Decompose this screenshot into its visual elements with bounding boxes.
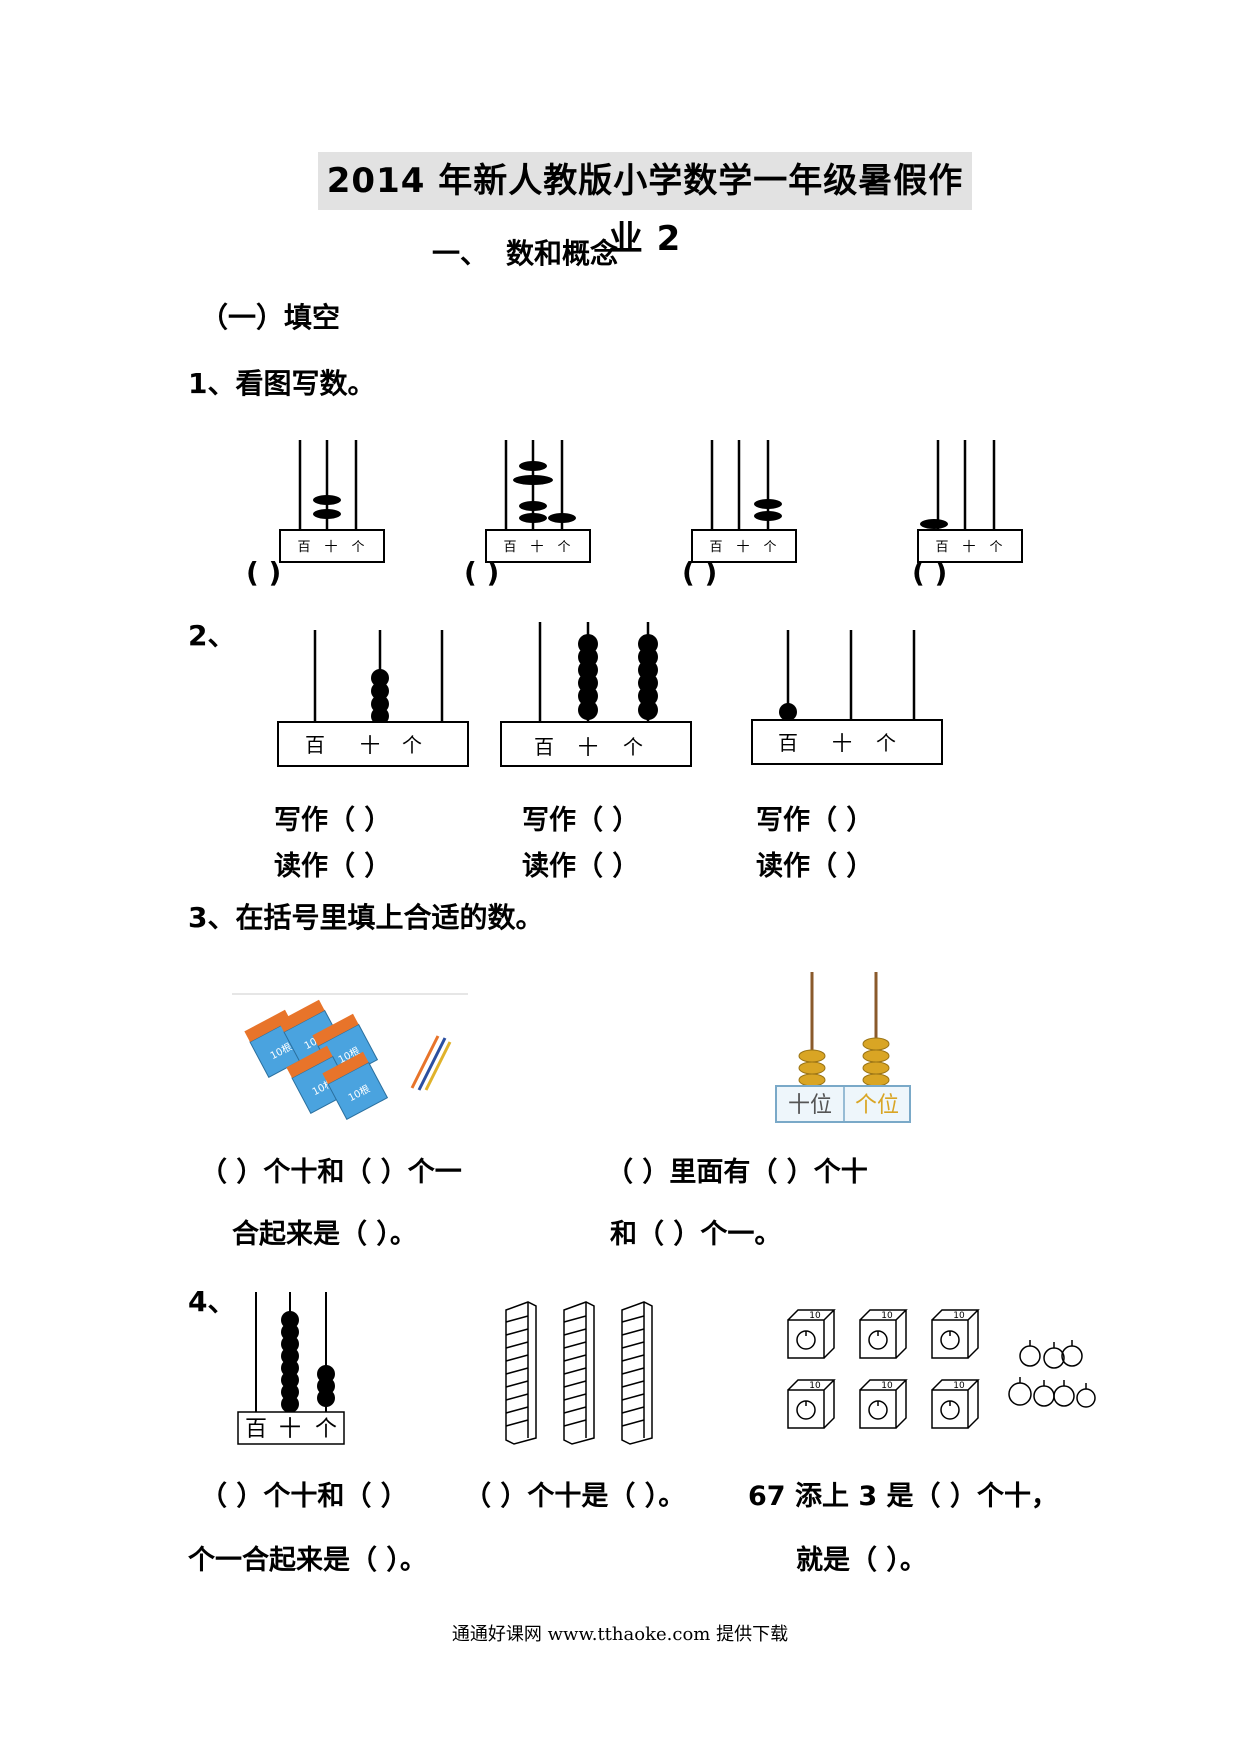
- q1-place-ten: 十: [736, 540, 749, 555]
- q2-place-hundred: 百: [305, 733, 325, 757]
- q4-box-label: 10: [881, 1381, 893, 1391]
- q1-place-ten: 十: [324, 540, 337, 555]
- q4-apple-boxes: 10 10 10 10 10 10: [787, 1309, 1096, 1429]
- q3-gold-abacus: 十位 个位: [775, 972, 911, 1123]
- page-title: 2014 年新人教版小学数学一年级暑假作业 2: [318, 152, 972, 259]
- q4-box-label: 10: [953, 1381, 965, 1391]
- q1-place-hundred: 百: [503, 540, 516, 555]
- q1-answer-2[interactable]: ( ): [464, 556, 500, 589]
- q2-place-one: 个: [623, 735, 643, 759]
- q1-abacus-1: 百 十 个: [279, 440, 385, 563]
- q2-place-one: 个: [402, 733, 422, 757]
- q1-place-hundred: 百: [709, 540, 722, 555]
- q1-answer-1[interactable]: ( ): [246, 556, 282, 589]
- q4-c-line-2[interactable]: 就是（ ）。: [796, 1545, 927, 1576]
- q2-read-1[interactable]: 读作（ ）: [274, 851, 392, 882]
- q2-place-hundred: 百: [778, 731, 798, 755]
- q4-a-line-1[interactable]: （ ）个十和（ ）: [200, 1481, 408, 1512]
- q1-place-one: 个: [557, 540, 570, 555]
- q2-write-1[interactable]: 写作（ ）: [274, 805, 392, 836]
- q2-place-ten: 十: [832, 731, 852, 755]
- q2-abacus-1: 百 十 个: [277, 630, 469, 767]
- q3-right-line-2[interactable]: 和（ ）个一。: [610, 1219, 782, 1250]
- question-4-label: 4、: [188, 1285, 236, 1318]
- page-footer: 通通好课网 www.tthaoke.com 提供下载: [451, 1624, 789, 1645]
- question-3-label: 3、在括号里填上合适的数。: [188, 901, 544, 934]
- q3-bundle-group: 10根 10根 10根 10根 10根: [244, 999, 389, 1120]
- q4-cube-towers: [505, 1301, 653, 1445]
- q1-place-ten: 十: [530, 540, 543, 555]
- q1-answer-4[interactable]: ( ): [912, 556, 948, 589]
- q1-place-one: 个: [989, 540, 1002, 555]
- q1-place-hundred: 百: [935, 540, 948, 555]
- q1-abacus-4: 百 十 个: [917, 440, 1023, 563]
- subsection-title: （一）填空: [200, 301, 341, 334]
- q1-place-one: 个: [763, 540, 776, 555]
- q1-abacus-2: 百 十 个: [485, 440, 591, 563]
- q3-left-line-2[interactable]: 合起来是（ ）。: [232, 1219, 417, 1250]
- q1-abacus-row: 百 十 个 百 十 个 百 十 个 百 十 个: [279, 440, 1023, 563]
- q4-b-line-1[interactable]: （ ）个十是（ ）。: [464, 1481, 686, 1512]
- q2-abacus-3: 百 十 个: [751, 630, 943, 765]
- section-number: 一、: [432, 237, 489, 270]
- q4-box-label: 10: [809, 1381, 821, 1391]
- q2-write-2[interactable]: 写作（ ）: [522, 805, 640, 836]
- q2-place-ten: 十: [578, 735, 598, 759]
- q3-loose-sticks: [410, 1035, 452, 1091]
- q4-place-hundred: 百: [245, 1417, 267, 1442]
- q4-box-label: 10: [953, 1311, 965, 1321]
- q1-place-hundred: 百: [297, 540, 310, 555]
- q4-c-line-1[interactable]: 67 添上 3 是（ ）个十，: [748, 1481, 1058, 1512]
- q1-abacus-3: 百 十 个: [691, 440, 797, 563]
- q3-stick-bundles: 10根 10根 10根 10根 10根: [232, 993, 468, 1120]
- q1-place-ten: 十: [962, 540, 975, 555]
- q3-left-line-1[interactable]: （ ）个十和（ ）个一: [200, 1157, 462, 1188]
- q2-place-hundred: 百: [534, 735, 554, 759]
- question-1-label: 1、看图写数。: [188, 367, 376, 400]
- q2-read-3[interactable]: 读作（ ）: [756, 851, 874, 882]
- q4-a-line-2[interactable]: 个一合起来是（ ）。: [188, 1545, 427, 1576]
- q2-read-2[interactable]: 读作（ ）: [522, 851, 640, 882]
- q3-right-line-1[interactable]: （ ）里面有（ ）个十: [606, 1157, 868, 1188]
- q3-ones-place-label: 个位: [855, 1093, 899, 1118]
- q4-place-one: 个: [315, 1417, 337, 1442]
- q2-place-ten: 十: [360, 733, 380, 757]
- q1-answer-3[interactable]: ( ): [682, 556, 718, 589]
- section-title: 数和概念: [506, 237, 619, 270]
- question-2-label: 2、: [188, 619, 236, 652]
- q1-place-one: 个: [351, 540, 364, 555]
- q4-box-label: 10: [809, 1311, 821, 1321]
- q2-place-one: 个: [876, 731, 896, 755]
- q3-tens-place-label: 十位: [788, 1093, 832, 1118]
- q2-abacus-2: 百 十 个: [500, 622, 692, 767]
- q4-place-ten: 十: [279, 1417, 301, 1442]
- q2-write-3[interactable]: 写作（ ）: [756, 805, 874, 836]
- q2-abacus-row: 百 十 个 百 十 个 百 十 个: [277, 622, 943, 767]
- q4-box-label: 10: [881, 1311, 893, 1321]
- q4-abacus: 百 十 个: [237, 1292, 345, 1445]
